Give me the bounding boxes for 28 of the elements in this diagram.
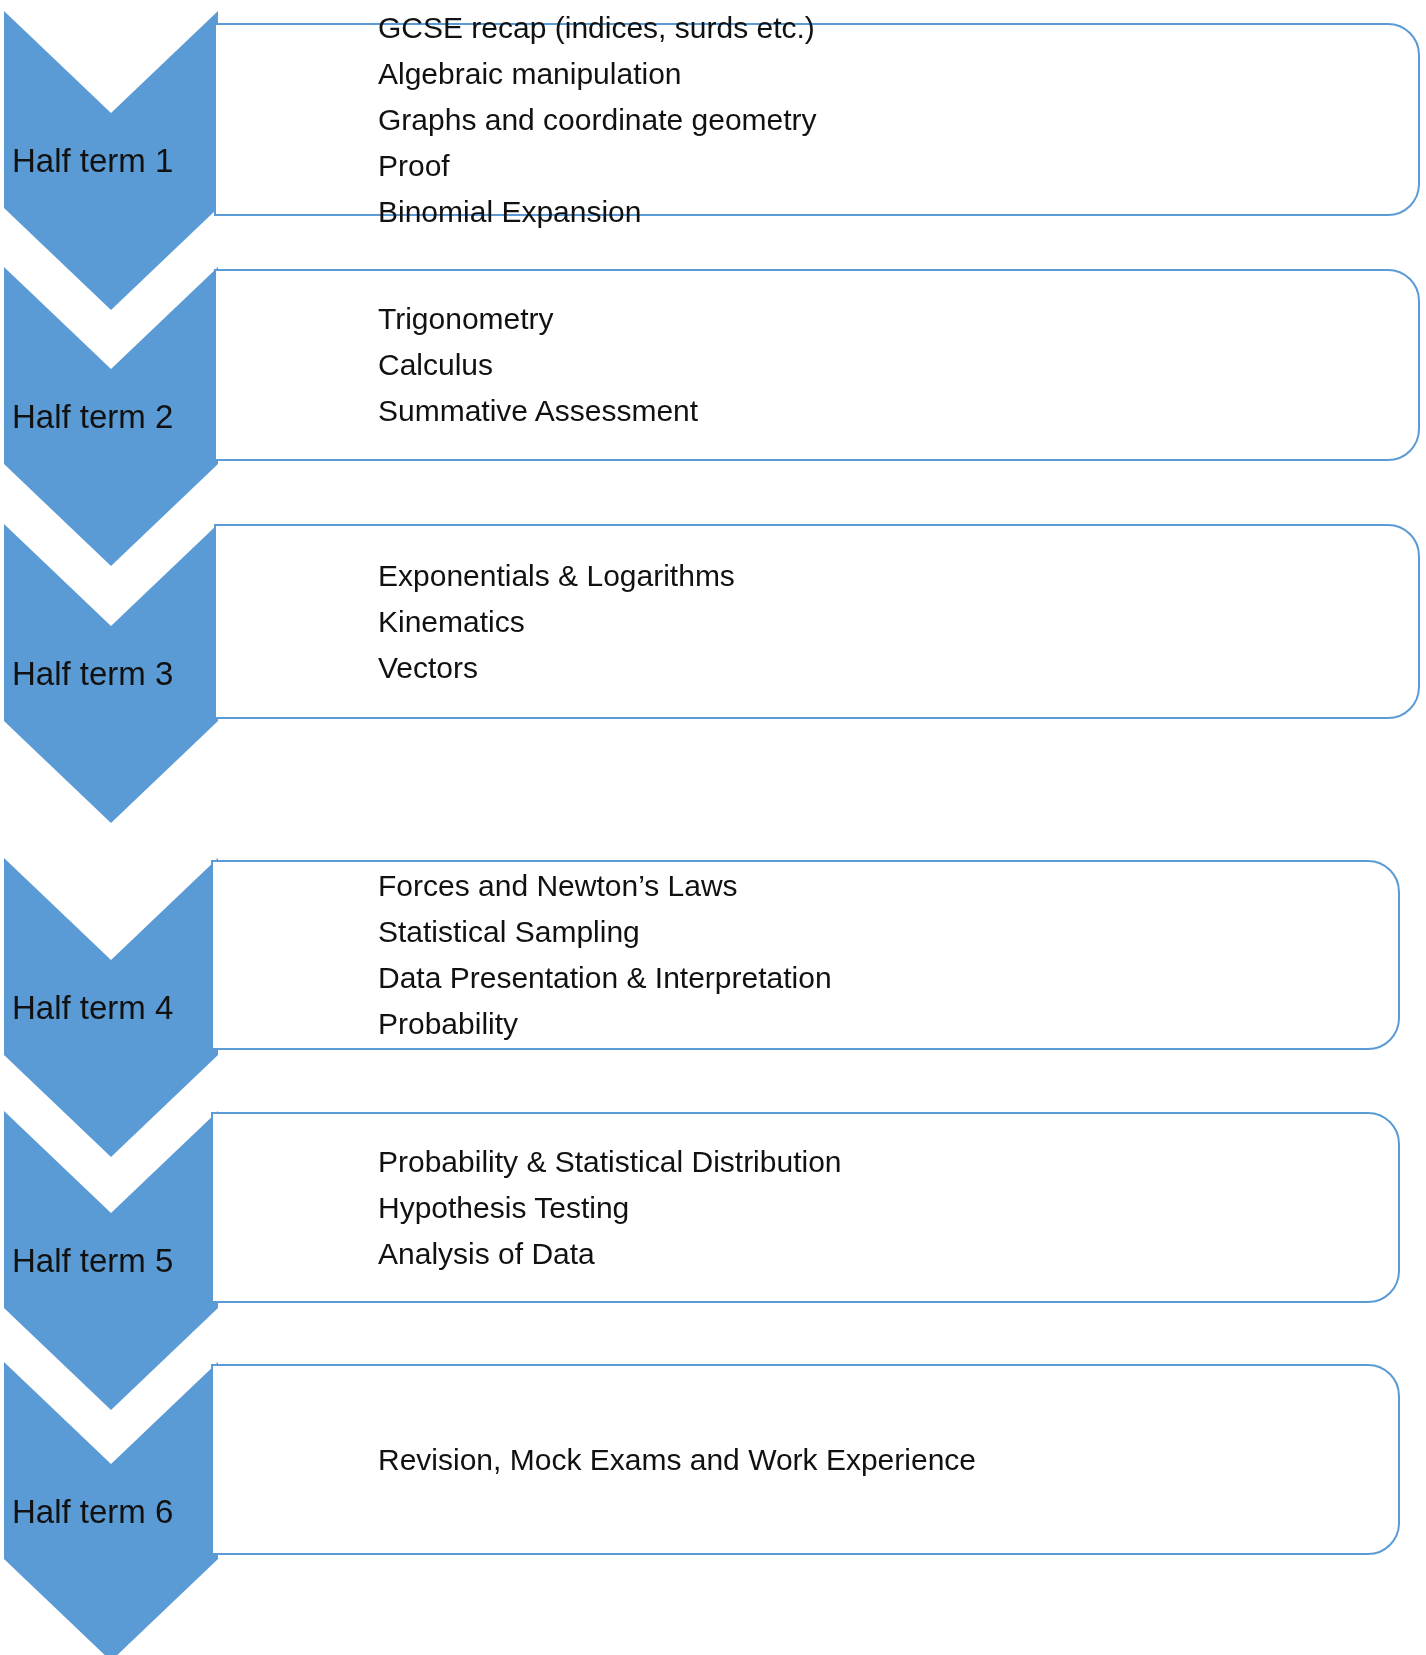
topic-item: Probability & Statistical Distribution: [378, 1143, 842, 1180]
term-label: Half term 6: [12, 1492, 174, 1532]
topic-box: [214, 524, 1420, 719]
topic-item: Revision, Mock Exams and Work Experience: [378, 1441, 976, 1478]
topic-item: Probability: [378, 1006, 519, 1042]
topic-item: Trigonometry: [378, 301, 554, 337]
topic-box: [211, 860, 1400, 1050]
topic-item: Data Presentation & Interpretation: [378, 960, 832, 996]
term-label: Half term 1: [12, 141, 174, 181]
topic-item: Calculus: [378, 347, 494, 383]
topic-item: Forces and Newton’s Laws: [378, 868, 738, 904]
topic-item: Statistical Sampling: [378, 914, 640, 950]
term-label: Half term 3: [12, 654, 174, 694]
topic-box: [211, 1112, 1400, 1303]
topic-item: Vectors: [378, 649, 479, 686]
term-label: Half term 5: [12, 1241, 174, 1281]
topic-item: Analysis of Data: [378, 1235, 595, 1272]
term-label: Half term 4: [12, 988, 174, 1028]
topic-item: Summative Assessment: [378, 393, 699, 429]
term-label: Half term 2: [12, 397, 174, 437]
topic-item: Algebraic manipulation: [378, 55, 682, 92]
topic-item: Hypothesis Testing: [378, 1189, 630, 1226]
topic-item: Kinematics: [378, 603, 525, 640]
topic-item: Exponentials & Logarithms: [378, 557, 735, 594]
topic-item: Graphs and coordinate geometry: [378, 101, 817, 138]
topic-box: [214, 269, 1420, 461]
topic-box: [211, 1364, 1400, 1555]
topic-item: Proof: [378, 147, 450, 184]
